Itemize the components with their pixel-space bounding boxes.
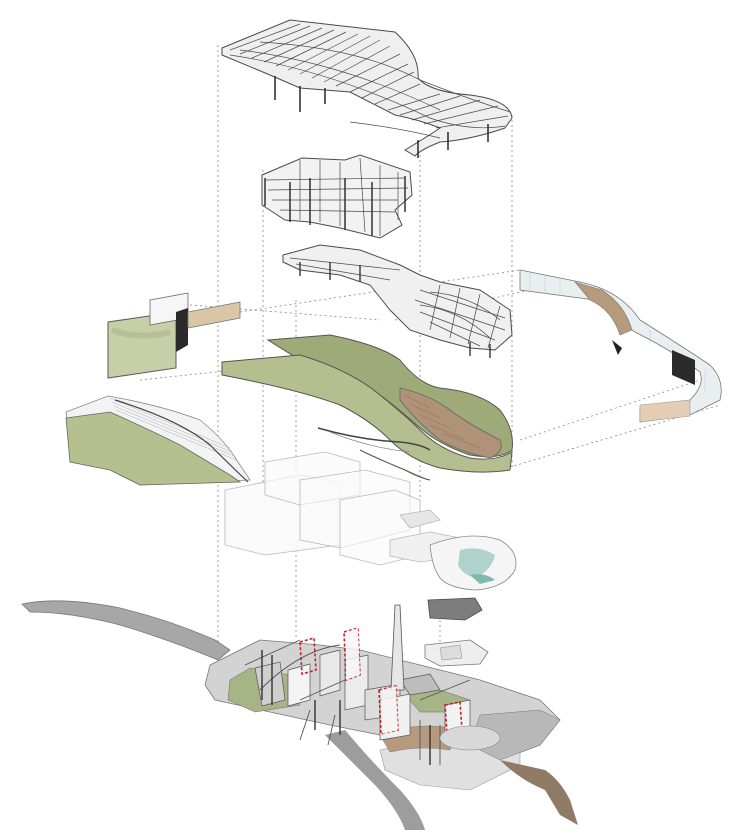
green-roof-surfaces xyxy=(221,334,513,481)
lower-floor-frame xyxy=(282,244,513,358)
translucent-building-volumes xyxy=(224,451,471,566)
upper-floor-frame xyxy=(261,154,413,239)
pool-terrace xyxy=(429,535,517,591)
roof-steel-structure xyxy=(221,19,513,158)
left-green-wall xyxy=(65,395,251,486)
slab-pieces xyxy=(424,597,489,667)
curved-glass-facade xyxy=(519,269,722,423)
industrial-site-base xyxy=(21,600,578,830)
left-facade-panel xyxy=(107,292,241,379)
